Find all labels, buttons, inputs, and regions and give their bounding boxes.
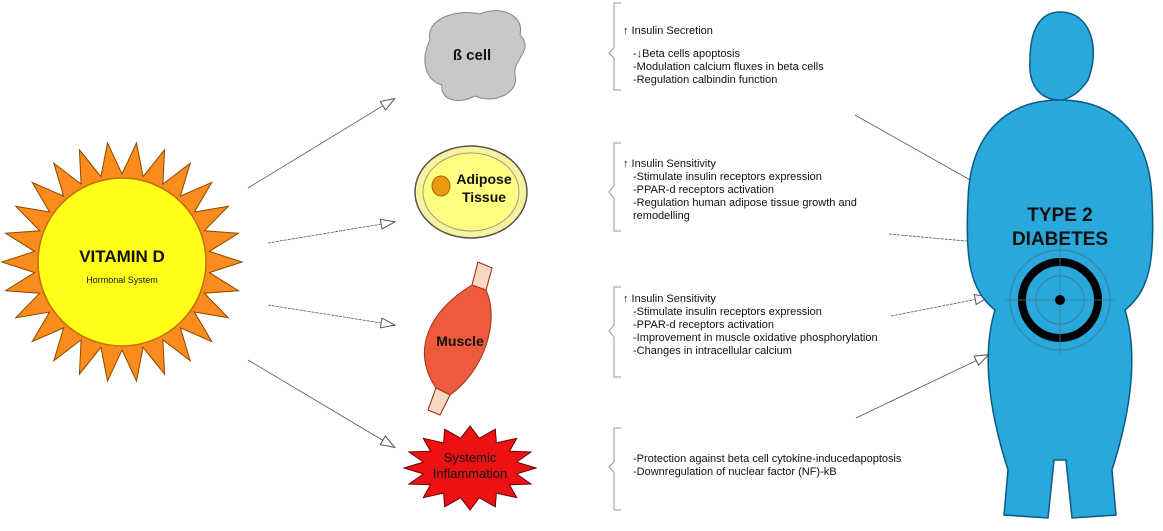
effect-item: -PPAR-d receptors activation [633,184,774,196]
sun-subtitle: Hormonal System [86,275,158,285]
effect-header: ↑ Insulin Sensitivity [623,293,716,305]
effect-item: -Stimulate insulin receptors expression [633,171,822,183]
beta-cell-shape: ß cell [424,10,526,101]
arrow-to-inflammation [247,359,394,447]
muscle-shape: Muscle [423,261,493,416]
effect-item: -Downregulation of nuclear factor (NF)-k… [633,466,837,478]
adipose-label-line2: Tissue [462,189,506,205]
adipose-label-line1: Adipose [456,171,511,187]
inflammation-label-line2: Inflammation [433,466,507,481]
arrow-beta-to-diabetes [854,114,988,190]
nucleus-icon [431,175,451,197]
sun-arrows [247,99,988,447]
effect-item: -Regulation calbindin function [633,74,777,86]
sun-core [37,177,207,347]
adipose-effects: ↑ Insulin Sensitivity -Stimulate insulin… [623,158,857,222]
arrow-to-adipose [267,222,394,244]
effect-item: -Improvement in muscle oxidative phospho… [633,332,878,344]
effect-item: -PPAR-d receptors activation [633,319,774,331]
inflammation-label-line1: Systemic [444,450,497,465]
effect-header: ↑ Insulin Sensitivity [623,158,716,170]
effect-item: -Changes in intracellular calcium [633,345,792,357]
sun-title: VITAMIN D [79,247,165,266]
arrow-inflammation-to-diabetes [855,355,988,419]
effect-item: -Stimulate insulin receptors expression [633,306,822,318]
effect-header: ↑ Insulin Secretion [623,25,713,37]
inflammation-effects: -Protection against beta cell cytokine-i… [633,453,902,478]
effect-item: -Protection against beta cell cytokine-i… [633,453,902,465]
effect-item: remodelling [633,210,690,222]
systemic-inflammation-shape: Systemic Inflammation [402,425,538,511]
muscle-label: Muscle [436,333,484,349]
arrow-to-muscle [267,304,394,325]
muscle-effects: ↑ Insulin Sensitivity -Stimulate insulin… [623,293,878,357]
diabetes-label-line1: TYPE 2 [1027,205,1092,226]
arrow-muscle-to-diabetes [890,297,988,317]
type-2-diabetes-body: TYPE 2 DIABETES [966,11,1154,519]
diabetes-label-line2: DIABETES [1012,229,1108,250]
vitamin-d-sun: VITAMIN D Hormonal System [0,141,244,383]
arrow-to-beta-cell [247,99,394,189]
brackets [608,2,621,511]
beta-cell-label: ß cell [453,47,491,64]
beta-cell-effects: ↑ Insulin Secretion -↓Beta cells apoptos… [623,25,824,86]
adipose-tissue-shape: Adipose Tissue [414,145,528,239]
effect-item: -Regulation human adipose tissue growth … [633,197,857,209]
effect-item: -↓Beta cells apoptosis [633,48,740,60]
effect-item: -Modulation calcium fluxes in beta cells [633,61,824,73]
